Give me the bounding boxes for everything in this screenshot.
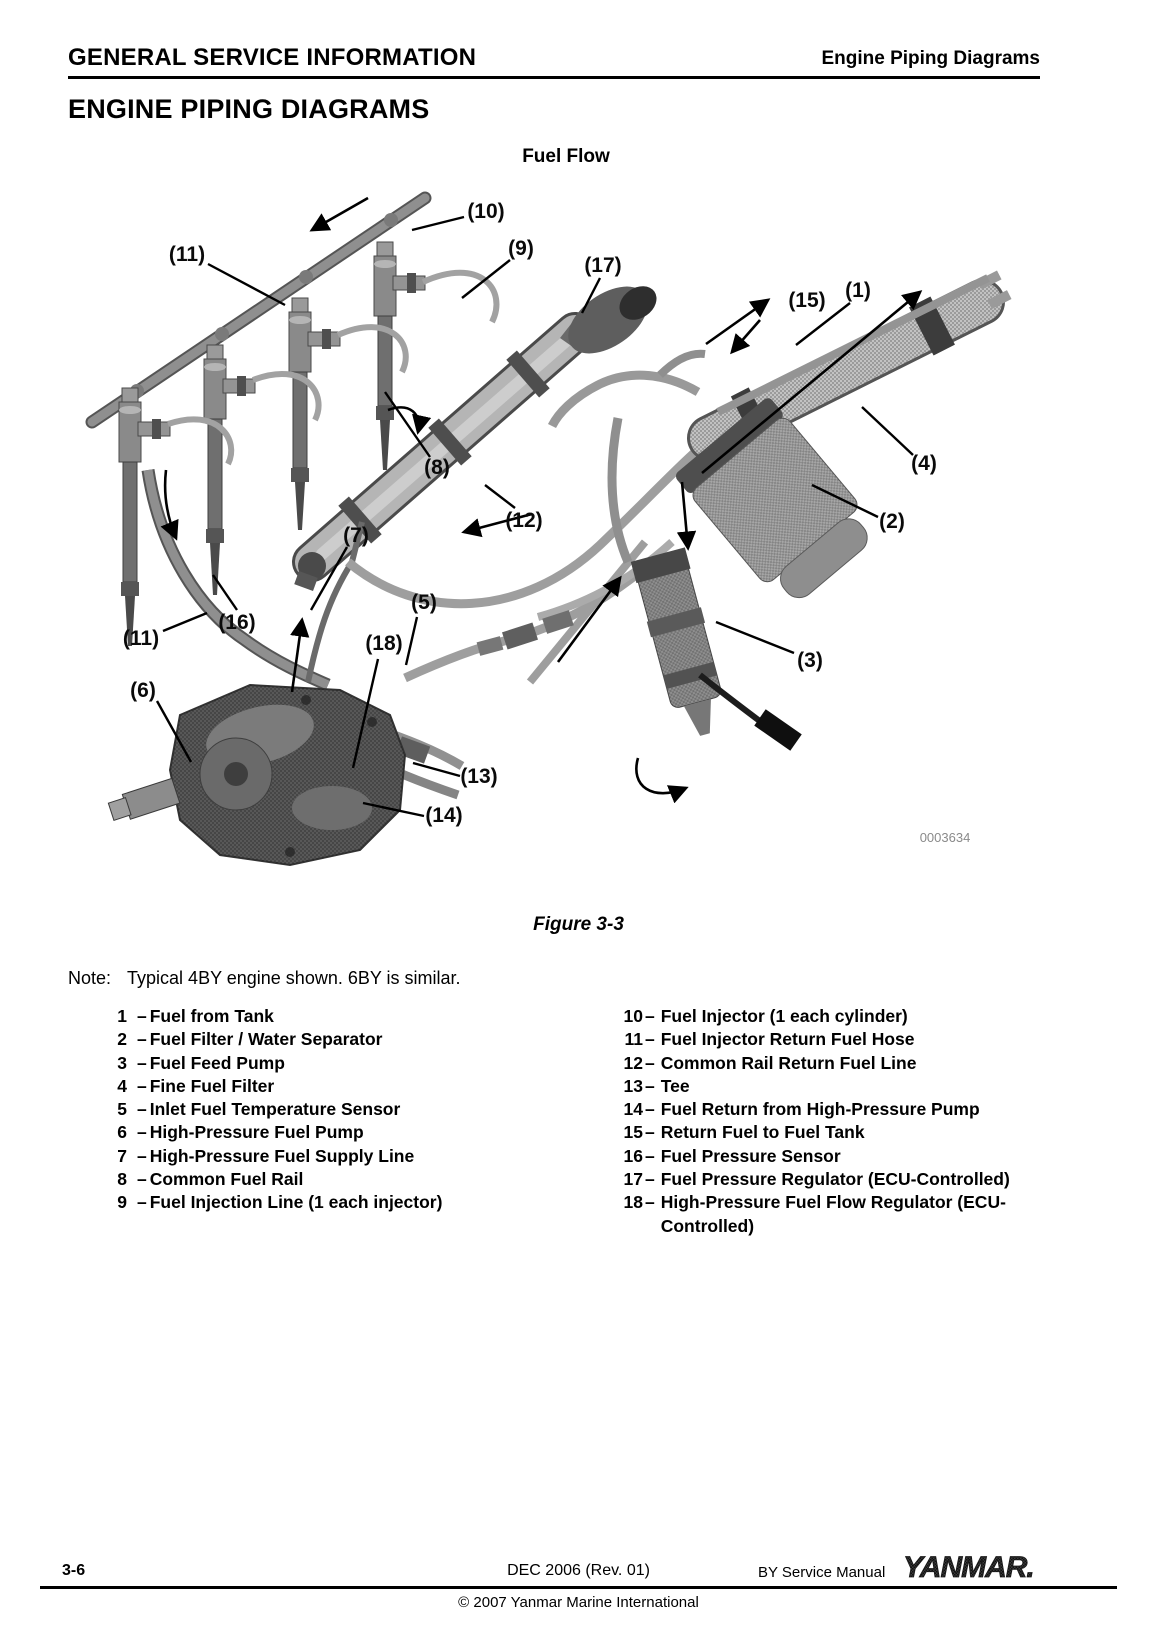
callout: (3) <box>715 620 823 672</box>
callout: (14) <box>362 801 463 827</box>
svg-text:(10): (10) <box>467 200 504 223</box>
svg-text:YANMAR.: YANMAR. <box>903 1551 1034 1584</box>
svg-text:(6): (6) <box>130 679 156 702</box>
page-title: ENGINE PIPING DIAGRAMS <box>68 94 430 124</box>
legend-item: 5–Inlet Fuel Temperature Sensor <box>117 1099 401 1120</box>
callout: (13) <box>412 761 498 788</box>
header-rule <box>68 76 1040 79</box>
legend-item: 14–Fuel Return from High-Pressure Pump <box>623 1099 980 1120</box>
svg-text:(16): (16) <box>218 611 255 634</box>
fuel-hoses <box>141 349 725 800</box>
fuel-pressure-sensor <box>294 552 326 591</box>
legend-item: 17–Fuel Pressure Regulator (ECU-Controll… <box>623 1169 1010 1190</box>
legend-left-column: 1–Fuel from Tank 2–Fuel Filter / Water S… <box>105 1005 585 1215</box>
callout: (18) <box>351 632 403 769</box>
legend-item: 16–Fuel Pressure Sensor <box>623 1145 841 1166</box>
callout: (4) <box>861 406 937 475</box>
callout: (2) <box>811 483 905 533</box>
fuel-flow-diagram: (10) (11) (9) (17) (15) (1) (4) (2) (8) … <box>85 191 1012 867</box>
callout: (7) <box>309 524 369 611</box>
fuel-pressure-regulator <box>560 286 657 354</box>
callout: (12) <box>484 484 543 532</box>
svg-text:(17): (17) <box>584 254 621 277</box>
note: Note: Typical 4BY engine shown. 6BY is si… <box>68 968 461 989</box>
image-code: 0003634 <box>920 830 971 845</box>
injector-return-hose <box>85 191 432 429</box>
svg-text:(15): (15) <box>788 289 825 312</box>
svg-text:(11): (11) <box>123 627 159 650</box>
common-fuel-rail <box>292 286 657 591</box>
svg-text:(5): (5) <box>411 591 437 614</box>
filter-assembly <box>630 270 1012 751</box>
callout: (16) <box>212 574 256 634</box>
svg-text:(1): (1) <box>845 279 871 302</box>
legend-right-column: 10–Fuel Injector (1 each cylinder) 11–Fu… <box>615 1005 1045 1238</box>
callout: (17) <box>580 254 622 314</box>
chapter-title: GENERAL SERVICE INFORMATION <box>68 44 477 71</box>
legend-item: 13–Tee <box>623 1075 690 1096</box>
callout: (10) <box>411 200 505 232</box>
callout: (11) <box>123 611 208 650</box>
callout: (5) <box>404 591 437 666</box>
legend-item: 9–Fuel Injection Line (1 each injector) <box>117 1192 443 1213</box>
diagram-callouts: (10) (11) (9) (17) (15) (1) (4) (2) (8) … <box>123 200 937 827</box>
note-text: Typical 4BY engine shown. 6BY is similar… <box>127 968 461 988</box>
legend-item: 7–High-Pressure Fuel Supply Line <box>117 1145 415 1166</box>
callout: (1) <box>795 279 871 346</box>
legend-item: 8–Common Fuel Rail <box>117 1169 304 1190</box>
yanmar-logo: YANMAR. <box>903 1551 1035 1584</box>
note-label: Note: <box>68 968 112 988</box>
svg-text:(2): (2) <box>879 510 905 533</box>
svg-text:(4): (4) <box>911 452 937 475</box>
svg-text:(3): (3) <box>797 649 823 672</box>
svg-text:(18): (18) <box>365 632 402 655</box>
svg-text:(14): (14) <box>425 804 462 827</box>
svg-text:(11): (11) <box>169 243 205 266</box>
callout: (9) <box>461 237 534 299</box>
svg-text:(7): (7) <box>343 524 369 547</box>
legend-item: 2–Fuel Filter / Water Separator <box>117 1029 383 1050</box>
section-title: Engine Piping Diagrams <box>821 48 1040 69</box>
legend-item: 11–Fuel Injector Return Fuel Hose <box>624 1029 915 1050</box>
legend-item: 4–Fine Fuel Filter <box>117 1075 275 1096</box>
figure-title: Fuel Flow <box>522 146 610 167</box>
legend-item: 12–Common Rail Return Fuel Line <box>623 1052 917 1073</box>
callout: (11) <box>169 243 286 307</box>
callout: (15) <box>788 289 825 312</box>
legend-item: 3–Fuel Feed Pump <box>117 1052 285 1073</box>
svg-text:(12): (12) <box>505 509 542 532</box>
figure-caption: Figure 3-3 <box>533 914 624 935</box>
legend-item: 10–Fuel Injector (1 each cylinder) <box>623 1006 908 1026</box>
callout: (8) <box>384 391 450 479</box>
footer-manual-name: BY Service Manual <box>758 1564 886 1581</box>
svg-text:(9): (9) <box>508 237 534 260</box>
svg-text:(8): (8) <box>424 456 450 479</box>
fuel-injector-bank <box>118 241 500 646</box>
legend-item: 15–Return Fuel to Fuel Tank <box>623 1122 865 1143</box>
footer-revision-date: DEC 2006 (Rev. 01) <box>507 1562 650 1579</box>
legend-item: 18–High-Pressure Fuel Flow Regulator (EC… <box>623 1192 1006 1236</box>
footer-rule <box>40 1586 1117 1589</box>
svg-text:(13): (13) <box>460 765 497 788</box>
legend-item: 1–Fuel from Tank <box>117 1006 274 1026</box>
high-pressure-fuel-pump <box>107 683 407 867</box>
footer-page-number: 3-6 <box>62 1562 86 1579</box>
copyright: © 2007 Yanmar Marine International <box>458 1594 699 1611</box>
flow-arrows <box>160 196 923 804</box>
callout: (6) <box>130 679 193 763</box>
legend-item: 6–High-Pressure Fuel Pump <box>117 1122 364 1143</box>
